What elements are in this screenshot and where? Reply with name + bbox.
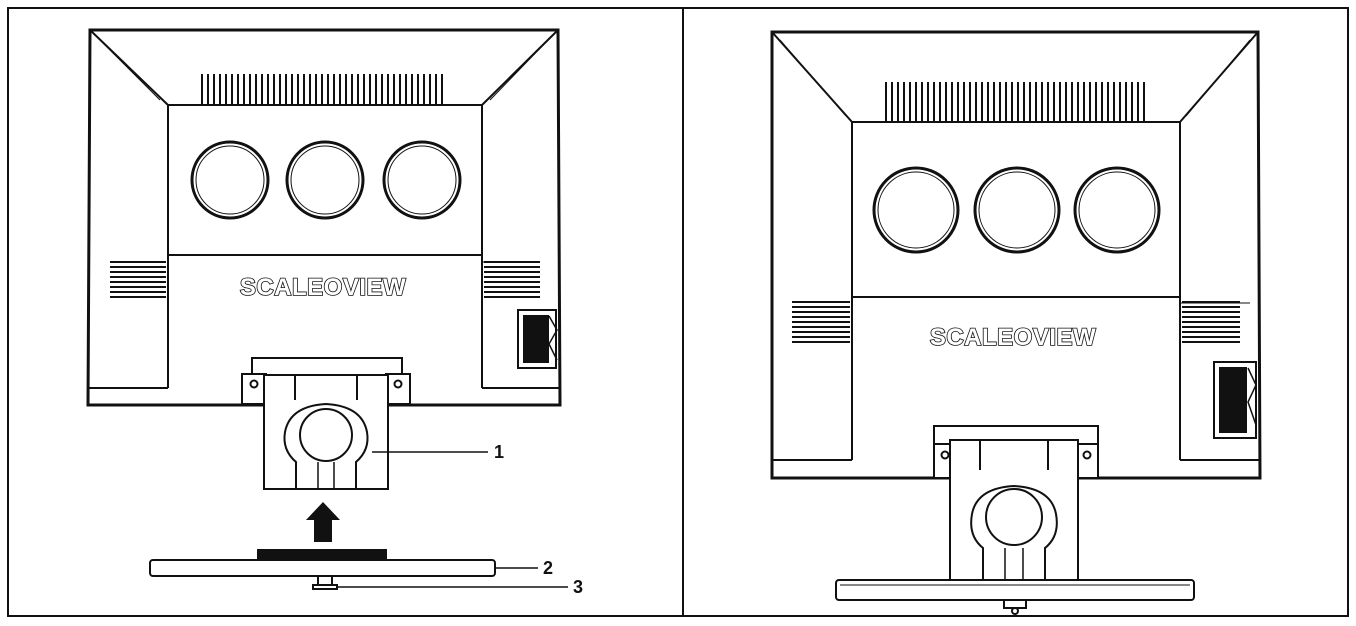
- right-speaker-holes: [872, 166, 1161, 254]
- left-connector-port: [517, 309, 558, 369]
- right-monitor-back: SCALEOVIEW: [770, 30, 1262, 480]
- left-brand-label: SCALEOVIEW: [240, 274, 406, 301]
- callouts: [337, 451, 568, 588]
- right-hole-3: [1073, 166, 1161, 254]
- right-hole-2: [973, 166, 1061, 254]
- left-port-slot: [523, 315, 549, 363]
- left-stand-base: [149, 549, 496, 590]
- right-stand-neck: [949, 439, 1079, 581]
- left-bevel-inner-tr: [489, 37, 551, 101]
- right-base-screw: [1003, 599, 1027, 609]
- right-neck-hole: [985, 488, 1043, 546]
- callout-label-3: 3: [573, 577, 583, 597]
- right-base-plate: [835, 579, 1195, 601]
- right-neck-cutout: [970, 484, 1058, 580]
- right-connector-port: [1213, 361, 1257, 439]
- callout-label-1: 1: [494, 442, 504, 462]
- left-speaker-holes: [190, 140, 462, 220]
- right-hole-1: [872, 166, 960, 254]
- left-bevel-inner-tl: [97, 37, 161, 101]
- left-hole-1: [190, 140, 270, 220]
- left-base-mount: [257, 549, 387, 561]
- left-mount-screw-l: [249, 379, 259, 389]
- left-base-plate: [149, 559, 496, 577]
- right-stand-base: [835, 579, 1195, 615]
- right-side-vent-l: [792, 301, 850, 343]
- outer-frame: [7, 7, 1349, 617]
- right-panel: SCALEOVIEW: [770, 30, 1262, 615]
- left-monitor-back: SCALEOVIEW: [86, 28, 562, 407]
- up-arrow-icon: [306, 502, 340, 542]
- figure-frame: [7, 7, 1349, 617]
- left-mount-screw-r: [393, 379, 403, 389]
- right-side-vent-r: [1182, 301, 1240, 343]
- left-neck-hole: [299, 408, 353, 462]
- right-top-vent: [885, 82, 1145, 121]
- left-side-vent-r: [484, 261, 540, 298]
- left-hole-3: [382, 140, 462, 220]
- left-neck-cutout: [283, 402, 369, 489]
- left-top-vent: [201, 74, 443, 104]
- right-port-slot: [1219, 367, 1247, 433]
- left-panel: SCALEOVIEW: [86, 28, 583, 597]
- left-hole-2: [285, 140, 365, 220]
- callout-label-2: 2: [543, 558, 553, 578]
- left-stand-neck: [263, 374, 389, 490]
- right-mount-screw-r: [1082, 450, 1092, 460]
- right-mount-screw-l: [940, 450, 950, 460]
- right-brand-label: SCALEOVIEW: [930, 324, 1096, 351]
- left-side-vent-l: [110, 261, 166, 298]
